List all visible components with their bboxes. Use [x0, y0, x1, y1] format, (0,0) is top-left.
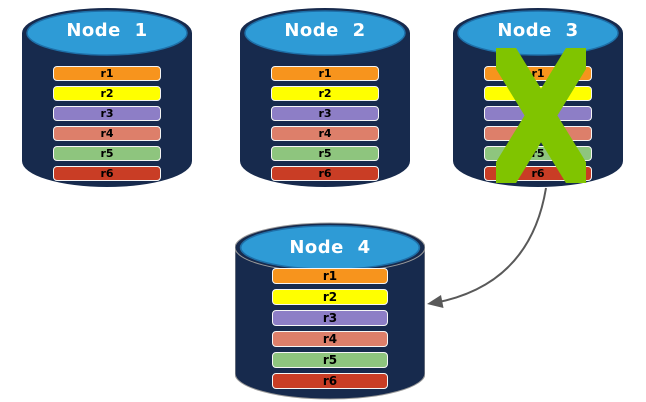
- failover-arrow-line: [433, 187, 547, 304]
- replica-row-r1: r1: [272, 268, 388, 284]
- replica-row-r1: r1: [53, 66, 161, 81]
- replica-row-r2: r2: [53, 86, 161, 101]
- replica-row-r3: r3: [53, 106, 161, 121]
- replica-row-r4: r4: [272, 331, 388, 347]
- replica-row-r4: r4: [53, 126, 161, 141]
- node-4: Node 4 r1 r2 r3 r4 r5 r6: [235, 221, 425, 400]
- replica-row-r6: r6: [272, 373, 388, 389]
- node-title: Node 1: [66, 20, 148, 41]
- replica-row-r3: r3: [271, 106, 379, 121]
- replica-row-r5: r5: [53, 146, 161, 161]
- failover-arrow-head: [427, 295, 444, 308]
- replica-list: r1 r2 r3 r4 r5 r6: [271, 66, 379, 186]
- replica-row-r5: r5: [272, 352, 388, 368]
- replica-row-r6: r6: [53, 166, 161, 181]
- replica-row-r2: r2: [271, 86, 379, 101]
- node-title: Node 3: [497, 20, 579, 41]
- failure-x-icon: [496, 48, 586, 183]
- replica-row-r2: r2: [272, 289, 388, 305]
- replica-row-r1: r1: [271, 66, 379, 81]
- replica-row-r5: r5: [271, 146, 379, 161]
- replica-row-r3: r3: [272, 310, 388, 326]
- node-title: Node 4: [289, 237, 371, 258]
- replica-list: r1 r2 r3 r4 r5 r6: [272, 268, 388, 394]
- replica-list: r1 r2 r3 r4 r5 r6: [53, 66, 161, 186]
- replica-row-r6: r6: [271, 166, 379, 181]
- node-1: Node 1 r1 r2 r3 r4 r5 r6: [22, 6, 192, 188]
- node-2: Node 2 r1 r2 r3 r4 r5 r6: [240, 6, 410, 188]
- replica-row-r4: r4: [271, 126, 379, 141]
- node-title: Node 2: [284, 20, 366, 41]
